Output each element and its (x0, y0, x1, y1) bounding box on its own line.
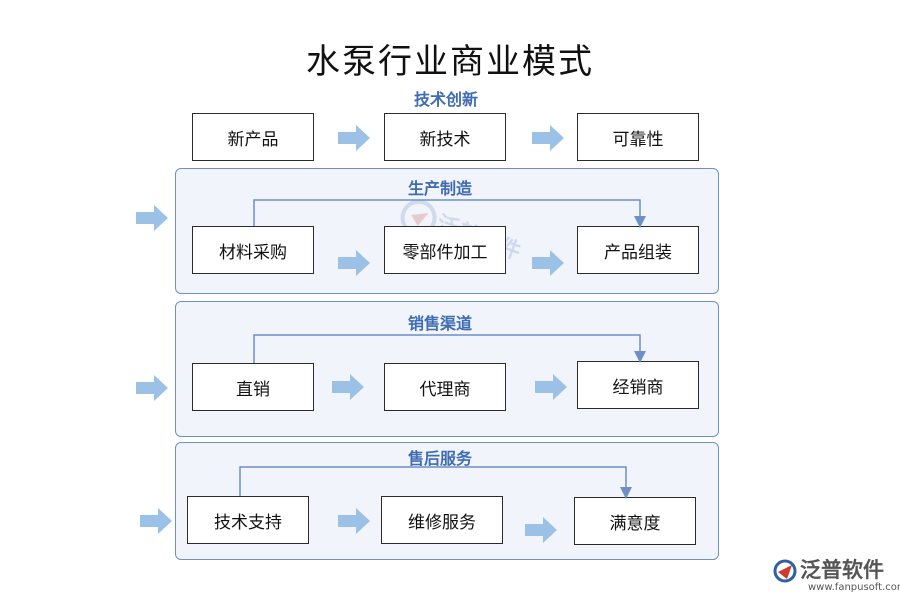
box-direct-sales: 直销 (192, 363, 314, 411)
connector-sales (253, 334, 646, 363)
section-label-after-sales: 售后服务 (407, 449, 472, 468)
box-maintenance-service: 维修服务 (381, 496, 503, 544)
box-satisfaction: 满意度 (574, 497, 696, 545)
block-arrow-right-icon (140, 508, 172, 534)
box-new-product: 新产品 (192, 113, 314, 161)
block-arrow-right-icon (136, 375, 168, 401)
box-distributor: 经销商 (577, 361, 699, 409)
page-title: 水泵行业商业模式 (306, 42, 594, 82)
box-new-technology: 新技术 (384, 113, 506, 161)
connector-production (253, 199, 646, 228)
block-arrow-right-icon (338, 125, 370, 151)
box-parts-processing: 零部件加工 (384, 226, 506, 274)
block-arrow-right-icon (136, 205, 168, 231)
brand-logo: 泛普软件 www.fanpusoft.com (772, 552, 900, 598)
logo-url: www.fanpusoft.com (808, 582, 900, 593)
block-arrow-right-icon (338, 250, 370, 276)
fanpu-logo-icon (773, 559, 797, 583)
box-material-purchase: 材料采购 (192, 226, 314, 274)
box-reliability: 可靠性 (577, 113, 699, 161)
block-arrow-right-icon (338, 508, 370, 534)
block-arrow-right-icon (332, 374, 364, 400)
box-product-assembly: 产品组装 (577, 226, 699, 274)
section-label-tech-innovation: 技术创新 (413, 90, 478, 109)
section-label-sales-channel: 销售渠道 (407, 314, 472, 333)
block-arrow-right-icon (525, 517, 557, 543)
connector-after-sales (239, 466, 632, 499)
logo-text: 泛普软件 (800, 558, 884, 582)
block-arrow-right-icon (535, 374, 567, 400)
block-arrow-right-icon (532, 250, 564, 276)
block-arrow-right-icon (532, 125, 564, 151)
section-label-production: 生产制造 (407, 179, 472, 198)
box-technical-support: 技术支持 (187, 496, 309, 544)
box-agent: 代理商 (384, 363, 506, 411)
